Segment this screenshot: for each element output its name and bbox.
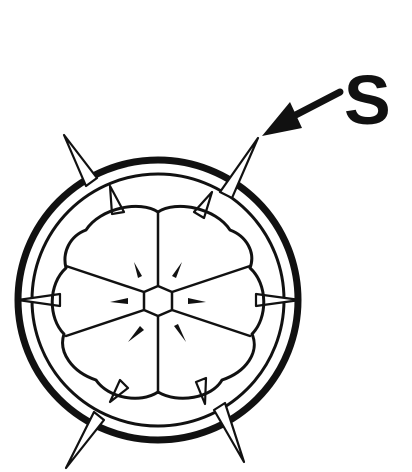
- diagram-label: S: [344, 61, 391, 139]
- partition-lower-left: [66, 310, 144, 336]
- thorn-inner-lower-right: [196, 378, 206, 404]
- thorn-upper-left: [64, 135, 97, 186]
- arrow-head: [262, 102, 302, 136]
- lobe-mark-1: [134, 262, 142, 278]
- lobe-mark-3: [110, 298, 128, 304]
- pointer-arrow: [262, 92, 340, 136]
- partition-upper-left: [66, 266, 144, 292]
- partition-lower-right: [172, 310, 250, 336]
- lobe-mark-4: [188, 298, 206, 304]
- lobe-mark-6: [174, 324, 186, 342]
- thorn-group: [18, 135, 300, 468]
- lobed-core: [52, 206, 264, 398]
- lobe-mark-5: [128, 326, 144, 342]
- lobe-mark-2: [172, 262, 182, 278]
- central-hexagon: [144, 286, 172, 316]
- partition-upper-right: [172, 266, 250, 292]
